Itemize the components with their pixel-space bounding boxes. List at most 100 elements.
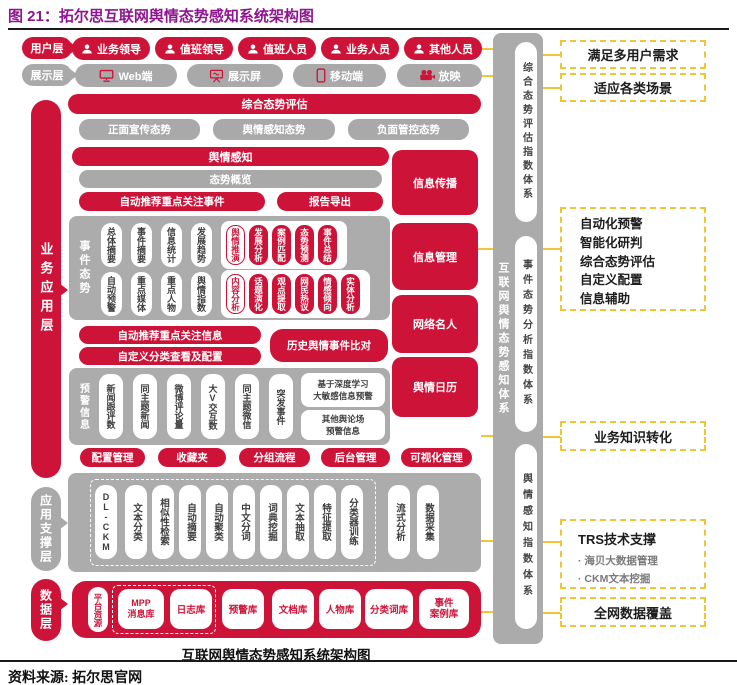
event-red-pill: 态势预测 (295, 225, 314, 265)
support-pill-dlckm: DL-CKM (95, 485, 117, 559)
trs-support-title: TRS技术支撑 (578, 532, 657, 547)
user-pill-label: 业务领导 (97, 43, 141, 56)
support-outer-pill: 数据采集 (417, 485, 439, 559)
person-icon (164, 43, 176, 55)
benefit-box-trs: TRS技术支撑 · 海贝大数据管理 · CKM文本挖掘 (560, 519, 706, 589)
support-pill: 相似性检索 (152, 485, 174, 559)
user-pill: 其他人员 (404, 37, 482, 60)
pill-config: 配置管理 (80, 448, 145, 467)
display-pill-label: Web端 (118, 70, 153, 83)
benefit-box-multi-user: 满足多用户需求 (560, 40, 706, 69)
user-pill-label: 值班人员 (263, 43, 307, 56)
event-outlined-pill: 内容分析 (226, 274, 245, 314)
box-info-spread: 信息传播 (392, 150, 478, 215)
projector-icon (419, 69, 435, 82)
dlckm-dashed-border (90, 479, 376, 566)
warning-pill: 大V交互数 (201, 374, 225, 439)
event-pill: 信息统计 (161, 223, 182, 267)
event-red-pill: 案例匹配 (272, 225, 291, 265)
connector-line (543, 54, 560, 56)
event-pill: 重点人物 (161, 272, 182, 316)
pill-group-flow: 分组流程 (239, 448, 310, 467)
trs-support-item: · CKM文本挖掘 (578, 573, 651, 585)
warning-other-box: 其他舆论场 预警信息 (301, 410, 385, 440)
warning-box-label: 预警信息 (77, 382, 89, 431)
data-box: 平台资源 MPP 消息库 日志库 预警库 文档库 人物库 分类词库 事件 案例库 (72, 581, 481, 638)
data-dashed-border (112, 585, 216, 634)
bar-comprehensive-assessment: 综合态势评估 (68, 94, 481, 114)
benefit-box-capabilities: 自动化预警 智能化研判 综合态势评估 自定义配置 信息辅助 (560, 207, 706, 311)
connector-line (481, 611, 493, 613)
arrow-icon (70, 69, 78, 81)
connector-line (543, 541, 560, 543)
index-pill-perception: 舆情感知指数体系 (515, 444, 537, 629)
user-pill: 业务人员 (321, 37, 399, 60)
data-pill: 分类词库 (365, 589, 413, 629)
event-red-pill: 实体分析 (341, 274, 360, 314)
pill-perception: 舆情感知态势 (213, 119, 335, 140)
index-pill-comprehensive: 综合态势评估指数体系 (515, 42, 537, 222)
event-red-pill: 话题演化 (249, 274, 268, 314)
box-opinion-calendar: 舆情日历 (392, 357, 478, 417)
warning-pill: 同主题微信 (235, 374, 259, 439)
support-pill: 分类器训练 (341, 485, 363, 559)
display-pill-label: 移动端 (330, 70, 363, 83)
right-system-bar: 互联网舆情态势感知体系 综合态势评估指数体系 事件态势分析指数体系 舆情感知指数… (493, 33, 543, 644)
pill-visualization: 可视化管理 (401, 448, 472, 467)
event-red-pill: 情感倾向 (318, 274, 337, 314)
index-pill-event: 事件态势分析指数体系 (515, 236, 537, 432)
person-icon (81, 43, 93, 55)
warning-pill: 同主题新闻 (133, 374, 157, 439)
trs-support-item: · 海贝大数据管理 (578, 555, 658, 567)
support-pill: 中文分词 (233, 485, 255, 559)
connector-line (543, 612, 560, 614)
user-pill-label: 其他人员 (429, 43, 473, 56)
pill-backend: 后台管理 (321, 448, 390, 467)
support-pill: 词典挖掘 (260, 485, 282, 559)
title-divider (8, 28, 729, 30)
display-pill: 展示屏 (187, 64, 283, 87)
arrow-icon (59, 597, 68, 611)
bottom-divider (0, 660, 737, 662)
figure-title: 图 21：拓尔思互联网舆情态势感知系统架构图 (8, 8, 314, 25)
support-pill: 文本分类 (125, 485, 147, 559)
connector-line (482, 48, 493, 50)
event-red-pill: 网民热议 (295, 274, 314, 314)
event-red-pill: 发展分析 (249, 225, 268, 265)
event-pill: 舆情指数 (191, 272, 212, 316)
box-net-celebrity: 网络名人 (392, 295, 478, 353)
support-box: DL-CKM 文本分类 相似性检索 自动摘要 自动聚类 中文分词 词典挖掘 文本… (68, 473, 481, 572)
layer-label-data: 数据层 (31, 579, 61, 641)
data-pill: 事件 案例库 (419, 589, 469, 629)
event-analysis-group-2: 内容分析 话题演化 观点提取 网民热议 情感倾向 实体分析 (221, 270, 370, 318)
pill-favorites: 收藏夹 (158, 448, 226, 467)
data-pill: 文档库 (272, 589, 314, 629)
connector-line (543, 436, 560, 438)
layer-label-user: 用户层 (22, 37, 72, 59)
phone-icon (316, 68, 326, 83)
data-pill-platform: 平台资源 (88, 587, 108, 632)
support-pill: 自动聚类 (206, 485, 228, 559)
pill-custom-category: 自定义分类查看及配置 (79, 347, 261, 365)
support-outer-pill: 流式分析 (388, 485, 410, 559)
connector-line (481, 435, 493, 437)
event-pill: 重点媒体 (131, 272, 152, 316)
data-pill-log: 日志库 (170, 589, 212, 629)
bar-situation-overview: 态势概览 (79, 170, 382, 188)
benefit-box-coverage: 全网数据覆盖 (560, 597, 706, 627)
arrow-icon (59, 283, 68, 297)
event-pill: 事件摘要 (131, 223, 152, 267)
pill-auto-event: 自动推荐重点关注事件 (79, 192, 265, 211)
bar-opinion-perception: 舆情感知 (72, 147, 389, 166)
support-pill: 自动摘要 (179, 485, 201, 559)
support-pill: 文本抽取 (287, 485, 309, 559)
pill-history-compare: 历史舆情事件比对 (270, 329, 388, 362)
display-pill: 移动端 (293, 64, 386, 87)
display-pill-label: 展示屏 (228, 70, 261, 83)
layer-label-business: 业务应用层 (31, 100, 61, 478)
event-situation-box: 事件态势 总体摘要 事件摘要 信息统计 发展趋势 舆情推演 发展分析 案例匹配 … (69, 216, 390, 320)
connector-line (543, 248, 560, 250)
warning-deep-learning-box: 基于深度学习 大敏感信息预警 (301, 373, 385, 407)
presentation-icon (209, 69, 224, 83)
diagram-caption: 互联网舆情态势感知系统架构图 (181, 648, 371, 663)
